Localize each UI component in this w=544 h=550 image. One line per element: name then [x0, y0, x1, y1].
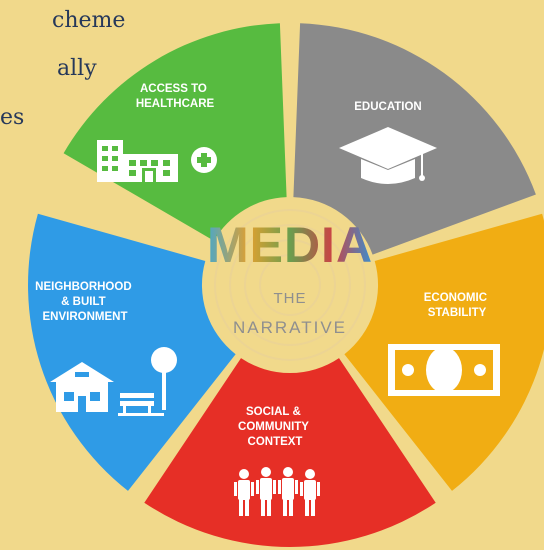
- center-rings: [214, 209, 366, 361]
- segment-social-community-context: [144, 358, 436, 547]
- label-access-to-healthcare: ACCESS TO HEALTHCARE: [136, 83, 215, 110]
- label-social-community-context: SOCIAL & COMMUNITY CONTEXT: [238, 406, 312, 448]
- house-icon: [50, 347, 177, 416]
- people-icon: [234, 467, 320, 516]
- center-line-the: THE: [274, 290, 307, 307]
- label-education: EDUCATION: [354, 101, 422, 113]
- segment-neighborhood-built-environment: [28, 213, 236, 491]
- money-icon: [388, 344, 500, 396]
- hospital-icon: [97, 140, 217, 182]
- media-title: MEDIA: [207, 217, 373, 273]
- graduation-cap-icon: [339, 127, 437, 184]
- label-economic-stability: ECONOMIC STABILITY: [424, 292, 490, 319]
- label-neighborhood-built-environment: NEIGHBORHOOD & BUILT ENVIRONMENT: [35, 281, 135, 323]
- center-line-narrative: NARRATIVE: [233, 318, 347, 337]
- side-text-line-3: es: [0, 105, 25, 130]
- side-text-line-2: ally: [57, 56, 97, 81]
- side-text-line-1: cheme: [52, 8, 126, 33]
- segment-access-to-healthcare: [63, 23, 287, 241]
